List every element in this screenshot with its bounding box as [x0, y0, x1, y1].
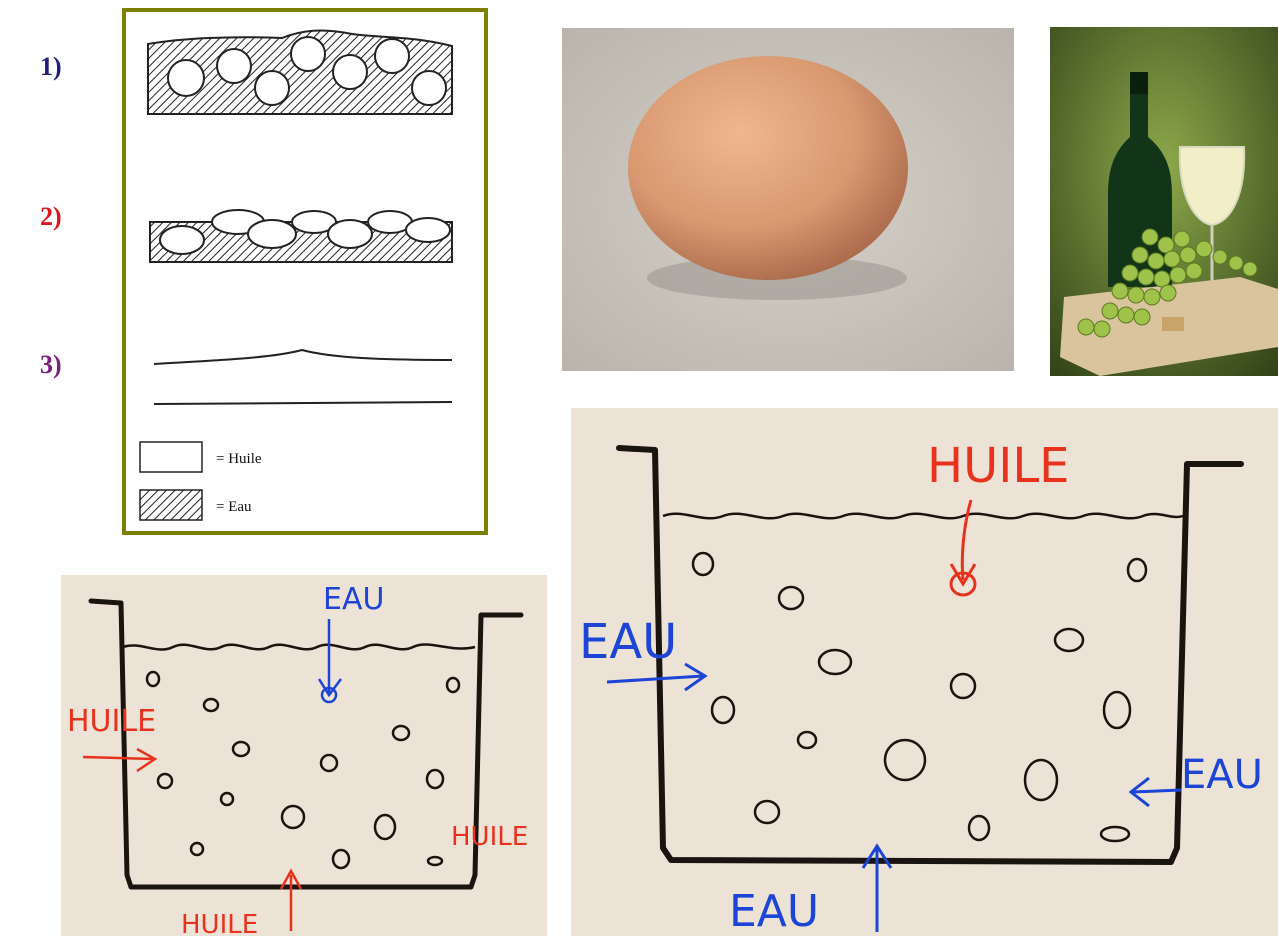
step-2-label: 2) [40, 202, 62, 232]
wine-photo [1050, 27, 1278, 376]
sketch-large-left-label: EAU [579, 614, 677, 670]
egg-photo-svg [562, 28, 1014, 371]
sketch-water-emulsion: HUILE EAU EAU EAU [571, 408, 1278, 936]
wine-photo-svg [1050, 27, 1278, 376]
sketch-water-emulsion-svg: HUILE EAU EAU EAU [571, 408, 1278, 936]
egg-shape [628, 56, 908, 280]
sketch-small-top-label: EAU [323, 582, 384, 617]
oil-droplet [217, 49, 251, 83]
sketch-oil-emulsion: EAU HUILE HUILE HUILE [61, 575, 547, 936]
sketch-large-right-label: EAU [1181, 752, 1263, 798]
legend-oil-swatch [140, 442, 202, 472]
emulsion-stages-svg: = Huile = Eau [122, 8, 488, 535]
sketch-small-right-label: HUILE [451, 822, 528, 852]
sketch-small-bottom-label: HUILE [181, 910, 258, 936]
emulsion-stages-diagram: = Huile = Eau [122, 8, 488, 535]
sketch-large-top-label: HUILE [927, 438, 1069, 494]
oil-droplet [412, 71, 446, 105]
legend-water-label: = Eau [216, 499, 252, 515]
oil-droplet [291, 37, 325, 71]
sketch-oil-emulsion-svg: EAU HUILE HUILE HUILE [61, 575, 547, 936]
egg-photo [562, 28, 1014, 371]
oil-droplet [375, 39, 409, 73]
step-3-label: 3) [40, 350, 62, 380]
cork [1162, 317, 1184, 331]
oil-droplet [333, 55, 367, 89]
legend-oil-label: = Huile [216, 451, 262, 467]
step-1-label: 1) [40, 52, 62, 82]
sketch-small-left-label: HUILE [67, 704, 156, 739]
stage-1-droplets-layer [148, 31, 452, 114]
oil-droplet [255, 71, 289, 105]
sketch-large-bottom-label: EAU [729, 886, 819, 936]
oil-droplet [168, 60, 204, 96]
legend-water-swatch [140, 490, 202, 520]
